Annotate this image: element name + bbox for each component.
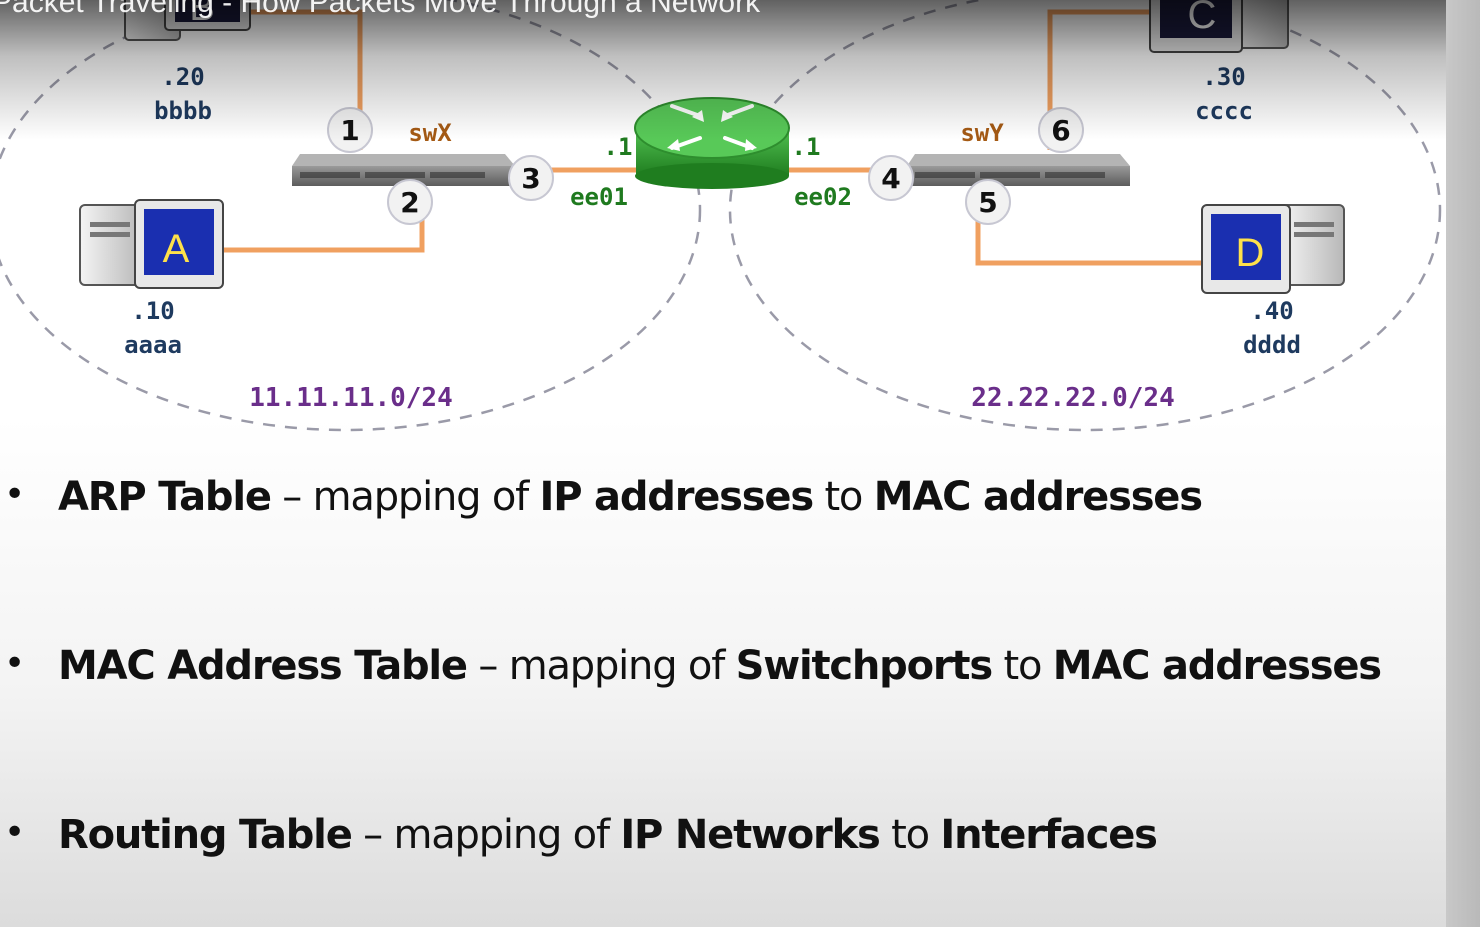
video-title[interactable]: Packet Traveling - How Packets Move Thro… [0, 0, 761, 19]
host-b-ip: .20 [161, 63, 204, 91]
router-icon [634, 97, 790, 189]
bullet-from: IP Networks [620, 812, 880, 858]
port-5-label: 5 [978, 186, 997, 219]
bullet-to-word: to [812, 474, 874, 520]
bullet-term: MAC Address Table [58, 643, 468, 689]
port-4-label: 4 [881, 162, 900, 195]
network-boundary-right [728, 0, 1442, 432]
network-left-label: 11.11.11.0/24 [249, 383, 453, 413]
pc-a-icon: A [79, 199, 224, 289]
host-d-mac: dddd [1243, 331, 1301, 359]
pc-c-letter: C [1188, 0, 1217, 37]
host-d-ip: .40 [1250, 297, 1293, 325]
bullet-from: Switchports [735, 643, 994, 689]
switch-x-icon [292, 154, 515, 186]
bullet-dash: – mapping of [351, 812, 621, 858]
bullet-dot: • [4, 474, 26, 515]
pc-d-icon: D [1201, 204, 1345, 294]
host-b-mac: bbbb [154, 97, 212, 125]
bullet-dash: – mapping of [466, 643, 736, 689]
switch-y-label: swY [960, 119, 1004, 147]
bullet-to: Interfaces [940, 812, 1158, 858]
host-a-mac: aaaa [124, 331, 182, 359]
bullet-term: ARP Table [58, 474, 272, 520]
bullet-to-word: to [991, 643, 1053, 689]
bullet-dot: • [4, 643, 26, 684]
network-diagram: B C A D 1 2 3 4 5 6 .20 bbbb [0, 0, 1442, 432]
bullet-to: MAC addresses [873, 474, 1203, 520]
port-6-label: 6 [1051, 114, 1070, 147]
switch-y-icon [907, 154, 1130, 186]
switch-x-label: swX [408, 119, 452, 147]
link-d-swy [975, 185, 1212, 266]
pc-d-letter: D [1236, 231, 1265, 275]
router-left-iface: ee01 [570, 183, 628, 211]
network-boundary-left [0, 0, 702, 432]
bullet-to-word: to [879, 812, 941, 858]
bullet-from: IP addresses [539, 474, 815, 520]
pc-c-icon: C [1149, 0, 1289, 53]
router-left-ip: .1 [604, 133, 633, 161]
bullet-dash: – mapping of [270, 474, 540, 520]
port-2-label: 2 [400, 186, 419, 219]
router-right-iface: ee02 [794, 183, 852, 211]
network-right-label: 22.22.22.0/24 [971, 383, 1175, 413]
host-c-ip: .30 [1202, 63, 1245, 91]
side-scrollbar[interactable] [1446, 0, 1480, 927]
bullet-dot: • [4, 812, 26, 853]
host-c-mac: cccc [1195, 97, 1253, 125]
host-a-ip: .10 [131, 297, 174, 325]
router-right-ip: .1 [792, 133, 821, 161]
port-3-label: 3 [521, 162, 540, 195]
port-1-label: 1 [340, 114, 359, 147]
bullet-to: MAC addresses [1052, 643, 1382, 689]
bullet-term: Routing Table [58, 812, 353, 858]
pc-a-letter: A [163, 227, 190, 271]
